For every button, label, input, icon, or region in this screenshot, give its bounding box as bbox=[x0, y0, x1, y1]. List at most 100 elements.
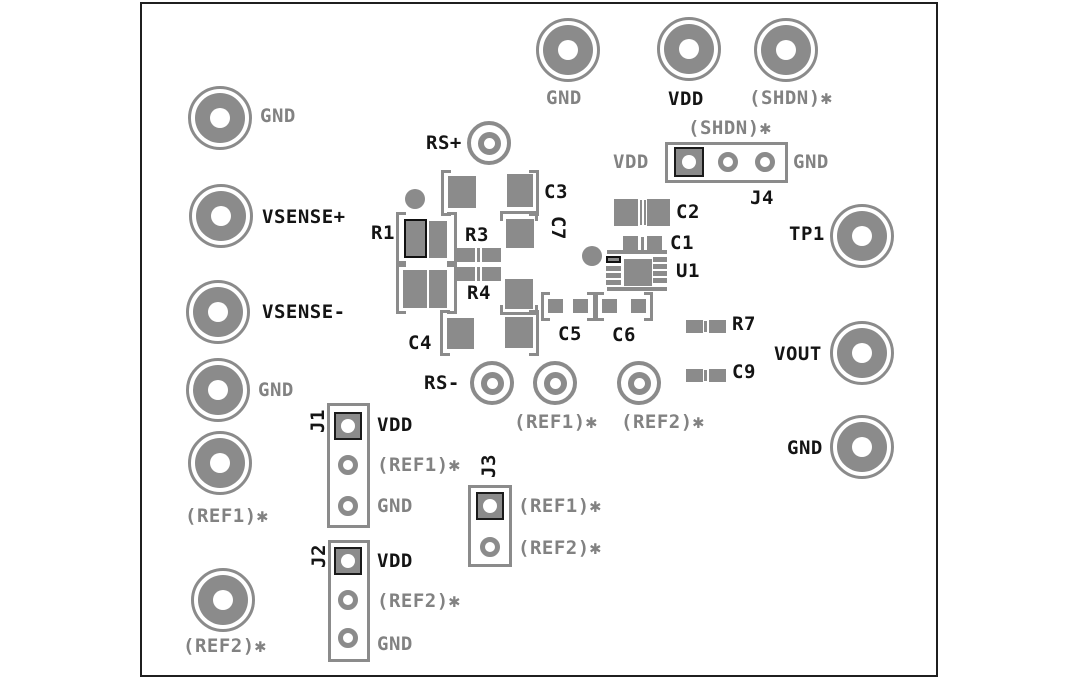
jack-label-vsense-minus: VSENSE- bbox=[262, 301, 346, 323]
j1-pin3 bbox=[338, 496, 358, 516]
c4-outline-right bbox=[529, 310, 539, 356]
r4-divider bbox=[477, 267, 480, 281]
j3-ref-label: J3 bbox=[477, 454, 500, 478]
r4-pad-2 bbox=[482, 267, 501, 281]
jack-label-gnd-2: GND bbox=[258, 379, 294, 401]
testpoint-rs-plus bbox=[467, 121, 511, 165]
c3-pad-1 bbox=[448, 176, 476, 208]
jack-label-gnd-top: GND bbox=[546, 87, 582, 109]
testpoint-label-ref2: (REF2)✱ bbox=[621, 411, 705, 433]
c6-pad-1 bbox=[602, 299, 617, 313]
testpoint-ref2 bbox=[617, 361, 661, 405]
c4-outline-left bbox=[440, 310, 450, 356]
board-outline bbox=[140, 2, 938, 677]
r4-label: R4 bbox=[467, 282, 491, 304]
j2-ref-label: J2 bbox=[307, 544, 330, 568]
c5-outline-right bbox=[587, 292, 596, 321]
j4-gnd-label: GND bbox=[793, 151, 829, 173]
c9-pad-1 bbox=[686, 369, 703, 382]
c5-pad-1 bbox=[548, 299, 563, 313]
c3-outline-right bbox=[529, 170, 539, 216]
jack-label-shdn: (SHDN)✱ bbox=[749, 87, 833, 109]
j4-vdd-label: VDD bbox=[613, 151, 649, 173]
c3-outline-left bbox=[441, 170, 451, 216]
jack-pad-gnd-right bbox=[830, 415, 894, 479]
j4-ref-label: J4 bbox=[750, 187, 774, 209]
testpoint-ref1 bbox=[533, 361, 577, 405]
jack-label-gnd-1: GND bbox=[260, 105, 296, 127]
j3-pin1 bbox=[476, 492, 504, 520]
c3-pad-2 bbox=[507, 174, 533, 207]
c4-pad-1 bbox=[447, 318, 474, 349]
via-dot-1 bbox=[405, 189, 425, 209]
c2-label: C2 bbox=[676, 201, 700, 223]
c9-pad-2 bbox=[709, 369, 726, 382]
u1-right-pad-4 bbox=[653, 278, 667, 283]
j4-pin3 bbox=[755, 152, 775, 172]
c5-pad-2 bbox=[573, 299, 588, 313]
via-dot-2 bbox=[582, 246, 602, 266]
c7-pad-2 bbox=[505, 279, 533, 309]
c3-label: C3 bbox=[544, 181, 568, 203]
jack-label-vdd: VDD bbox=[668, 88, 704, 110]
u1-outline-bottom bbox=[607, 287, 667, 291]
j3-pin2 bbox=[480, 537, 500, 557]
j4-pin1 bbox=[674, 147, 704, 177]
jack-label-vsense-plus: VSENSE+ bbox=[262, 206, 346, 228]
u1-outline-top bbox=[607, 250, 667, 254]
u1-center-pad bbox=[624, 259, 652, 286]
jack-pad-vout bbox=[830, 321, 894, 385]
j2-pin3 bbox=[338, 628, 358, 648]
r1-outline-left bbox=[396, 212, 406, 264]
c5-outline-left bbox=[541, 292, 550, 321]
j1-ref1-label: (REF1)✱ bbox=[377, 454, 461, 476]
r1-pad-1 bbox=[404, 219, 427, 258]
jack-pad-vdd bbox=[657, 17, 721, 81]
r7-divider bbox=[704, 321, 707, 332]
c7-outline-top bbox=[500, 211, 538, 221]
j1-vdd-label: VDD bbox=[377, 414, 413, 436]
j2-gnd-label: GND bbox=[377, 633, 413, 655]
r1-outline-right bbox=[447, 212, 457, 264]
u1-left-pad-2 bbox=[606, 266, 621, 271]
u1-left-pad-3 bbox=[606, 273, 621, 278]
c2-pad-1 bbox=[614, 199, 638, 226]
r2-outline-right bbox=[447, 264, 457, 314]
jack-pad-tp1 bbox=[830, 204, 894, 268]
c1-pad-1 bbox=[623, 236, 638, 251]
j1-gnd-label: GND bbox=[377, 495, 413, 517]
j3-ref1-label: (REF1)✱ bbox=[518, 495, 602, 517]
r7-pad-2 bbox=[709, 320, 726, 333]
c1-divider bbox=[641, 237, 644, 250]
jack-label-ref2: (REF2)✱ bbox=[183, 635, 267, 657]
c4-label: C4 bbox=[408, 332, 432, 354]
jack-pad-gnd-top bbox=[536, 18, 600, 82]
r1-pad-2 bbox=[429, 221, 447, 258]
c4-pad-2 bbox=[505, 317, 533, 348]
jack-label-vout: VOUT bbox=[774, 343, 822, 365]
c5-label: C5 bbox=[558, 323, 582, 345]
u1-right-pad-1 bbox=[653, 257, 667, 262]
jack-pad-vsense-minus bbox=[186, 280, 250, 344]
jack-label-tp1: TP1 bbox=[789, 223, 825, 245]
r2-pad-1 bbox=[403, 270, 427, 308]
j2-vdd-label: VDD bbox=[377, 550, 413, 572]
c1-label: C1 bbox=[670, 232, 694, 254]
c9-label: C9 bbox=[732, 361, 756, 383]
j4-pin2 bbox=[718, 152, 738, 172]
c7-pad-1 bbox=[506, 219, 534, 248]
testpoint-rs-minus bbox=[470, 361, 514, 405]
jack-pad-shdn bbox=[754, 18, 818, 82]
r7-label: R7 bbox=[732, 313, 756, 335]
r2-outline-left bbox=[396, 264, 406, 314]
j3-ref2-label: (REF2)✱ bbox=[518, 537, 602, 559]
testpoint-label-rs-plus: RS+ bbox=[426, 132, 462, 154]
j2-pin2 bbox=[338, 590, 358, 610]
c2-pad-2 bbox=[647, 199, 670, 226]
u1-right-pad-3 bbox=[653, 271, 667, 276]
r2-pad-2 bbox=[429, 270, 447, 308]
r3-label: R3 bbox=[465, 224, 489, 246]
jack-label-gnd-right: GND bbox=[787, 437, 823, 459]
c6-outline-left bbox=[595, 292, 604, 321]
